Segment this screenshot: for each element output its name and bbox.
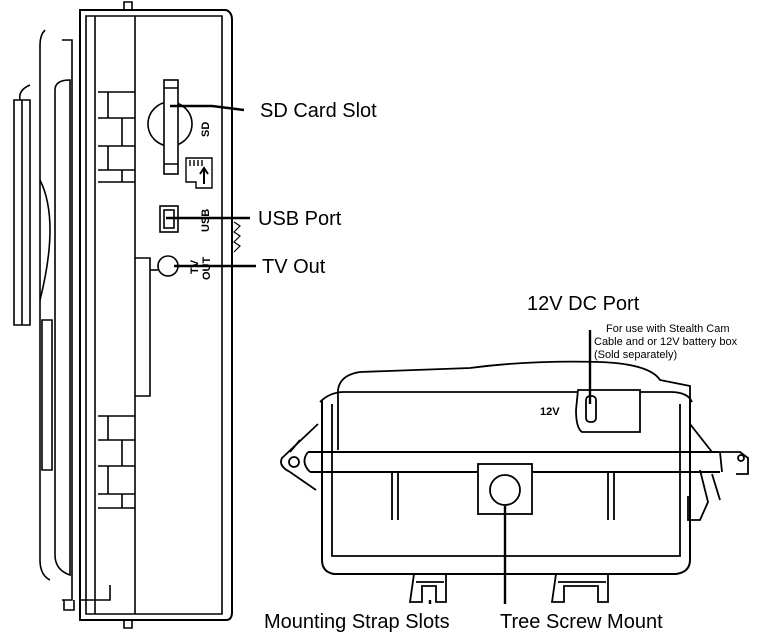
dc-port-note-line-3: (Sold separately)	[594, 349, 677, 361]
cable-squiggle	[233, 221, 241, 253]
leader-lines-side	[166, 104, 256, 268]
mounting-strap-slots-label: Mounting Strap Slots	[264, 611, 450, 633]
usb-label: USB	[200, 209, 212, 232]
camera-bottom-view	[280, 360, 749, 603]
sd-card-icon	[147, 79, 193, 175]
dc-port-note-line-1: For use with Stealth Cam	[606, 323, 730, 335]
dc-port-title: 12V DC Port	[527, 293, 640, 315]
dc-port-note-line-2: Cable and or 12V battery box	[594, 336, 738, 348]
up-arrow-icon	[185, 157, 213, 189]
camera-side-view	[13, 1, 233, 629]
usb-port-label: USB Port	[258, 208, 342, 230]
sd-label: SD	[200, 122, 212, 137]
tree-screw-mount-label: Tree Screw Mount	[500, 611, 663, 633]
tv-out-label: TV Out	[262, 256, 326, 278]
twelve-v-label: 12V	[540, 406, 560, 418]
out-label: OUT	[201, 257, 213, 281]
leader-lines-bottom	[428, 330, 592, 604]
sd-card-slot-label: SD Card Slot	[260, 100, 377, 122]
